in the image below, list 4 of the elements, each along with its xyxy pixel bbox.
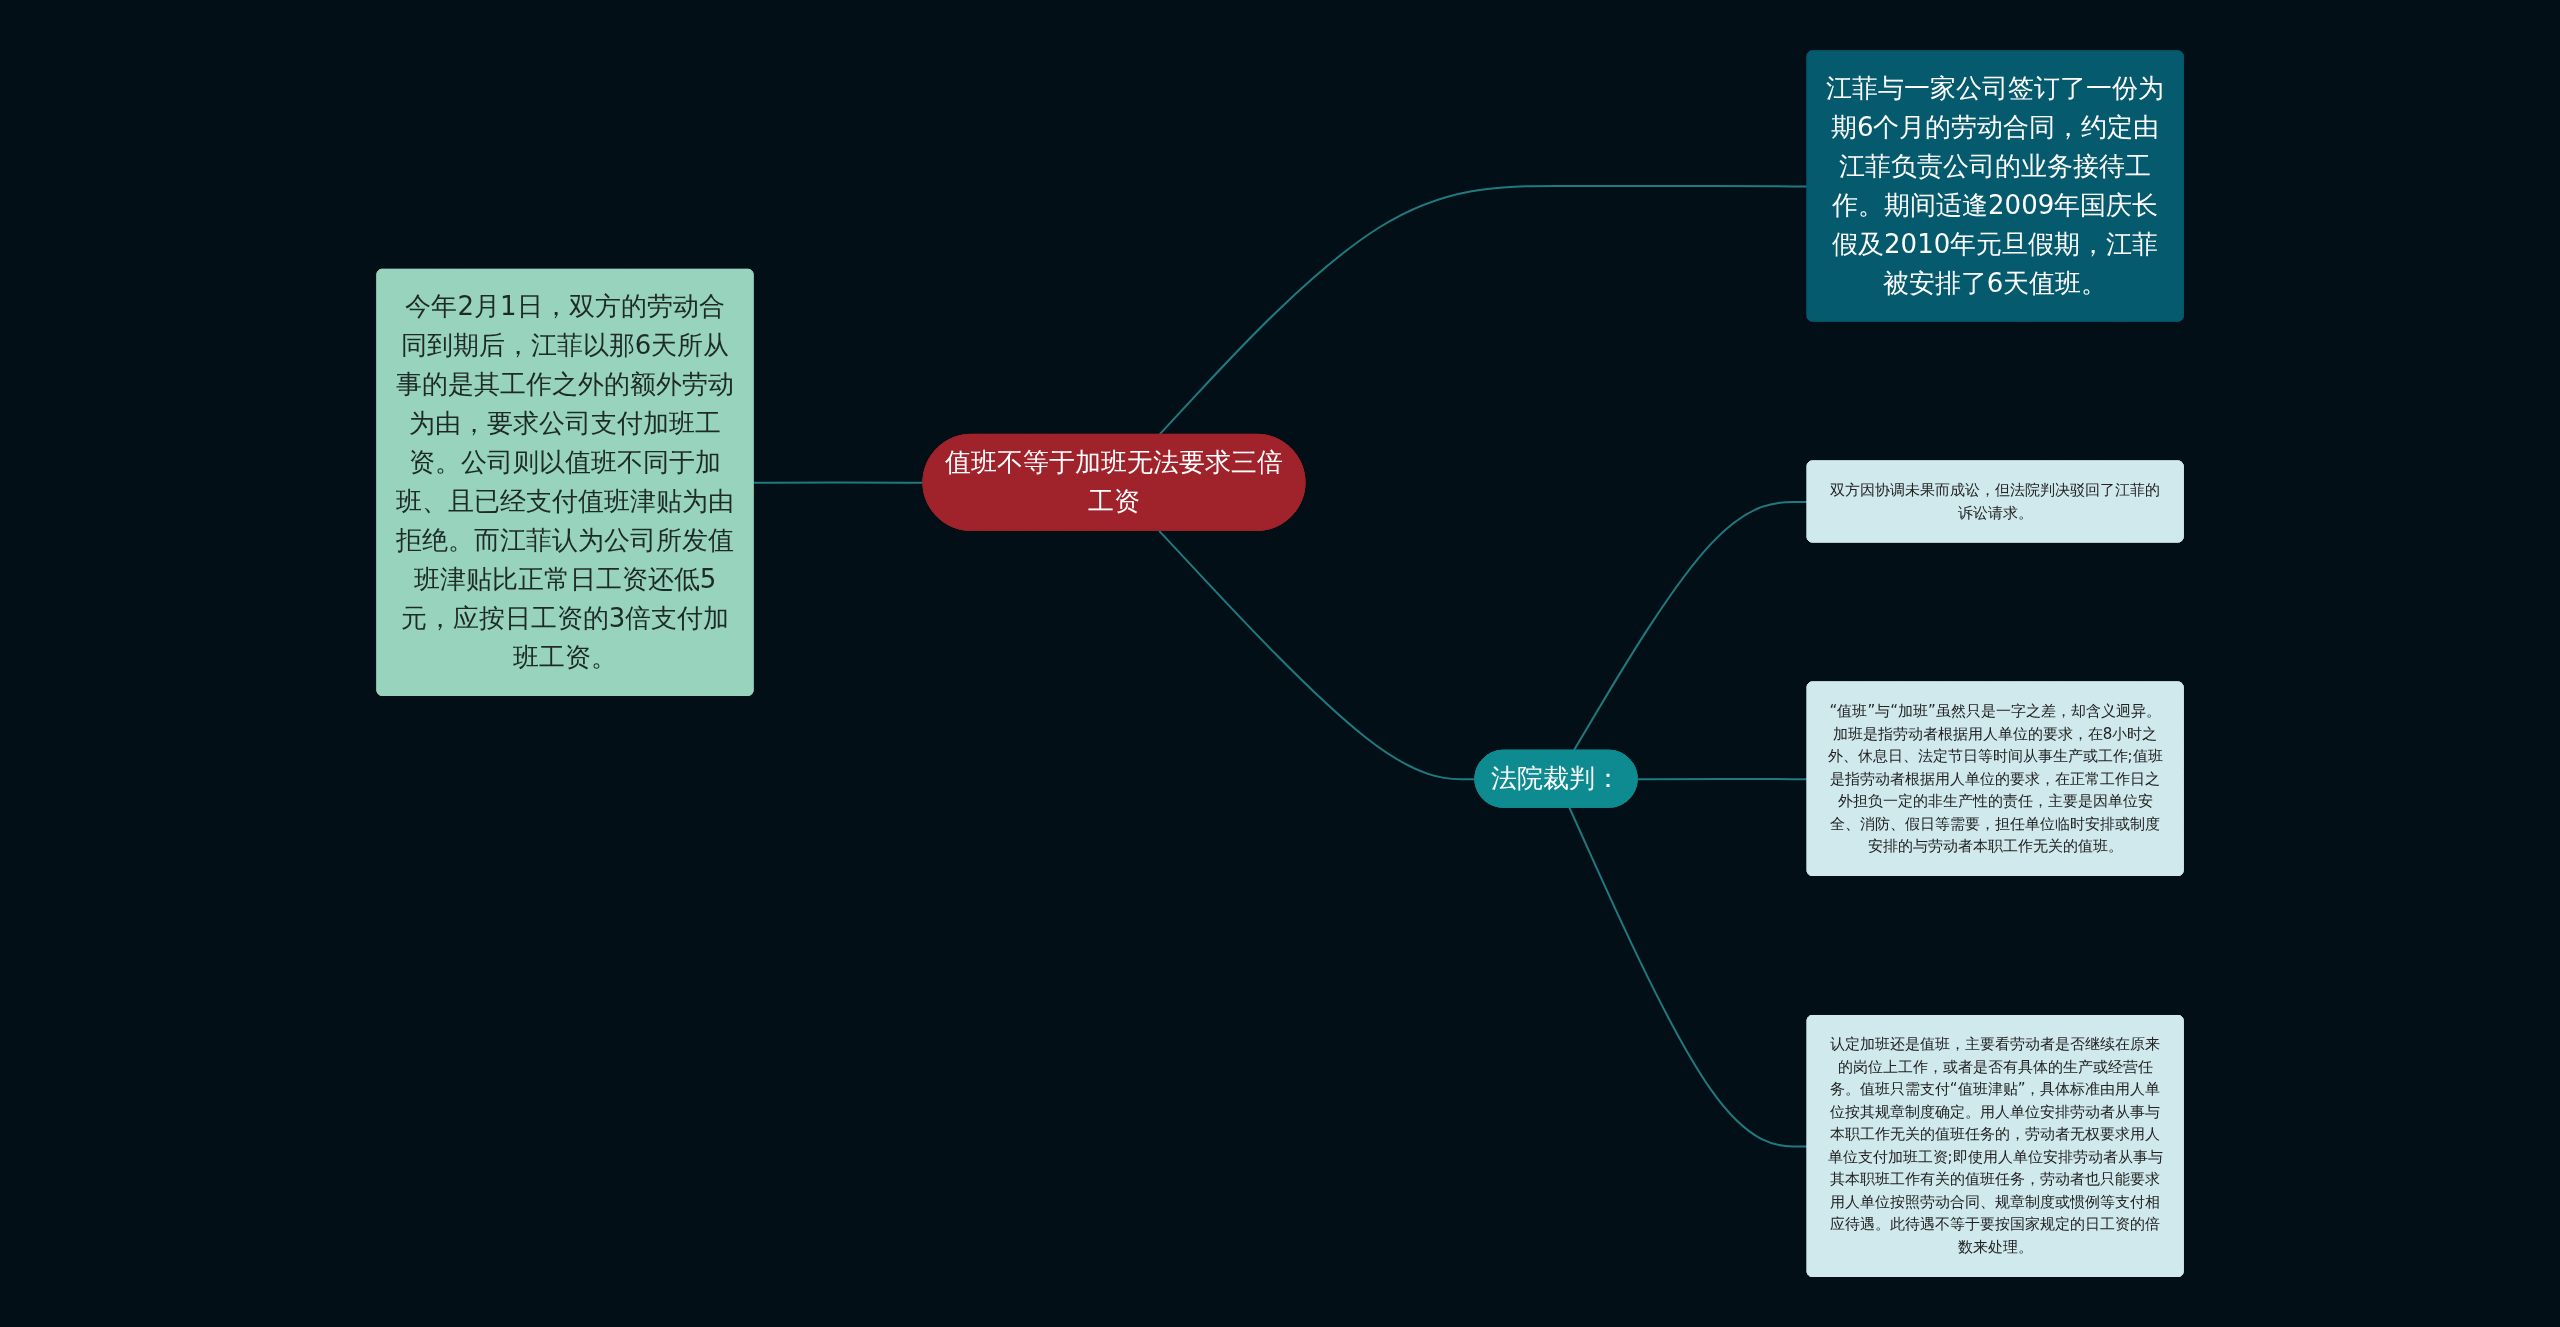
- connector: [1158, 184, 1809, 436]
- connector: [1636, 777, 1809, 780]
- connector: [1158, 529, 1477, 780]
- connector: [1568, 806, 1809, 1148]
